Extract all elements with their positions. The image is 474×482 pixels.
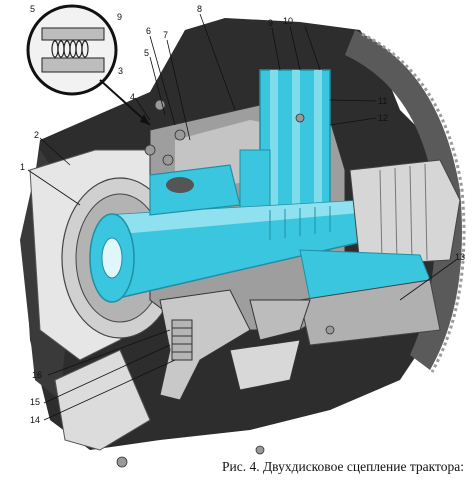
callout-7: 7 [163,30,168,40]
callout-12: 12 [378,113,388,123]
lower-plate [299,249,441,346]
callout-16: 16 [32,370,42,380]
release-lever [159,289,311,401]
callout-3: 3 [118,66,123,76]
callout-6: 6 [146,26,151,36]
callout-13: 13 [455,252,465,262]
figure-caption: Рис. 4. Двухдисковое сцепление трактора: [222,459,464,474]
callout-4: 4 [130,92,135,102]
callout-9: 9 [268,18,273,28]
callout-10: 10 [283,16,293,26]
housing-bolts [116,99,335,468]
callout-14: 14 [30,415,40,425]
callout-9-inset: 9 [117,12,122,22]
callouts: 5 9 3 8 6 5 7 4 9 10 11 12 2 1 13 16 15 … [20,4,465,425]
leader-lines [27,13,457,421]
output-shaft [349,159,461,266]
main-shaft [89,199,371,303]
ring-gear [345,30,466,373]
callout-8: 8 [197,4,202,14]
callout-15: 15 [30,397,40,407]
callout-5-inset: 5 [30,4,35,14]
callout-11: 11 [378,96,387,106]
callout-2: 2 [34,130,39,140]
callout-5: 5 [144,48,149,58]
spring-detail-inset [26,4,151,126]
release-bearing [149,164,241,216]
callout-1: 1 [20,162,25,172]
